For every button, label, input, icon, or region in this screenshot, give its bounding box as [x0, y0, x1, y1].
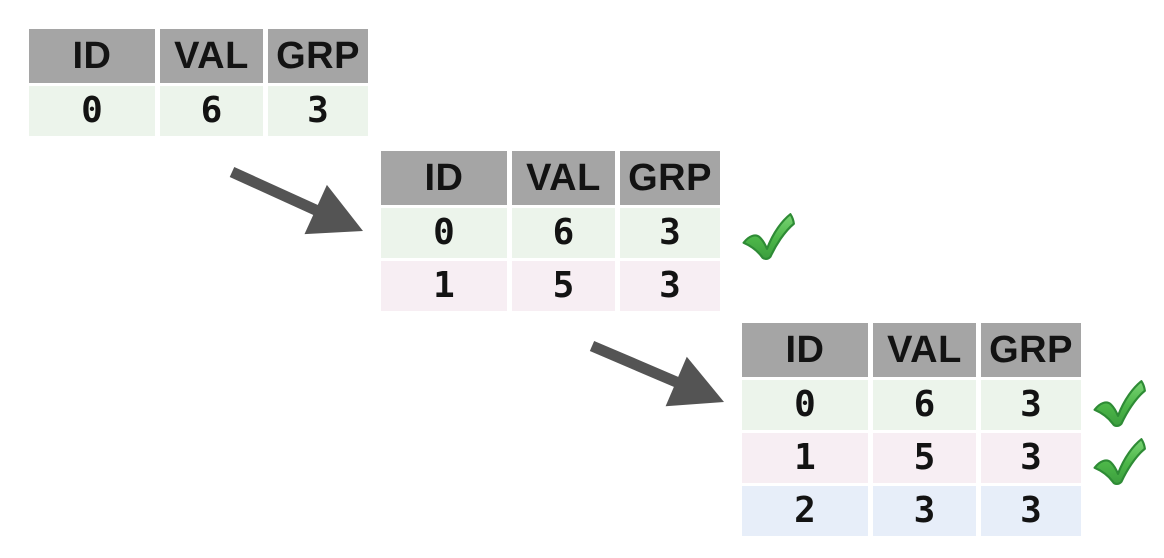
green-checkmark-icon: [1093, 380, 1146, 428]
cell-grp: 3: [620, 208, 720, 258]
table-step-1: ID VAL GRP 0 6 3: [29, 29, 368, 136]
column-header-id: ID: [29, 29, 155, 83]
table-header-row: ID VAL GRP: [29, 29, 368, 83]
cell-id: 2: [742, 486, 868, 536]
column-header-val: VAL: [873, 323, 976, 377]
cell-val: 6: [873, 380, 976, 430]
column-header-grp: GRP: [268, 29, 368, 83]
column-header-val: VAL: [512, 151, 615, 205]
cell-id: 1: [381, 261, 507, 311]
column-header-id: ID: [742, 323, 868, 377]
green-checkmark-icon: [1093, 438, 1146, 486]
table-header-row: ID VAL GRP: [742, 323, 1081, 377]
cell-grp: 3: [620, 261, 720, 311]
table-row: 0 6 3: [742, 380, 1081, 430]
table-row: 1 5 3: [742, 433, 1081, 483]
table-row: 2 3 3: [742, 486, 1081, 536]
column-header-id: ID: [381, 151, 507, 205]
cell-id: 0: [381, 208, 507, 258]
cell-grp: 3: [981, 380, 1081, 430]
column-header-grp: GRP: [620, 151, 720, 205]
cell-val: 6: [512, 208, 615, 258]
cell-id: 0: [29, 86, 155, 136]
cell-grp: 3: [981, 486, 1081, 536]
table-row: 1 5 3: [381, 261, 720, 311]
diagonal-arrow-icon: [589, 340, 724, 407]
green-checkmark-icon: [742, 213, 795, 261]
table-row: 0 6 3: [29, 86, 368, 136]
cell-val: 5: [512, 261, 615, 311]
cell-grp: 3: [268, 86, 368, 136]
cell-val: 6: [160, 86, 263, 136]
cell-val: 3: [873, 486, 976, 536]
column-header-val: VAL: [160, 29, 263, 83]
cell-grp: 3: [981, 433, 1081, 483]
table-step-2: ID VAL GRP 0 6 3 1 5 3: [381, 151, 720, 311]
cell-id: 1: [742, 433, 868, 483]
cell-val: 5: [873, 433, 976, 483]
table-step-3: ID VAL GRP 0 6 3 1 5 3 2 3 3: [742, 323, 1081, 536]
table-header-row: ID VAL GRP: [381, 151, 720, 205]
diagonal-arrow-icon: [229, 166, 363, 235]
cell-id: 0: [742, 380, 868, 430]
table-row: 0 6 3: [381, 208, 720, 258]
column-header-grp: GRP: [981, 323, 1081, 377]
